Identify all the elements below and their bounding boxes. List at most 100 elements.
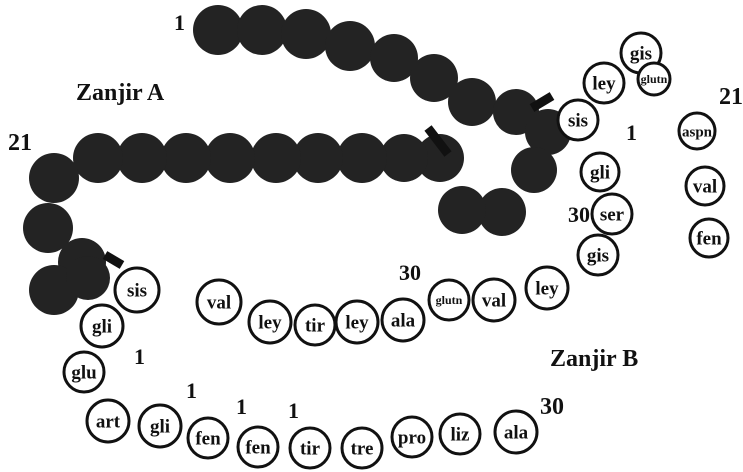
bead-outline [340, 426, 384, 470]
bead-outline [288, 426, 332, 470]
bead-outline [471, 277, 517, 323]
residue-label: val [693, 177, 717, 198]
position-number: 1 [236, 394, 247, 419]
dark-bead [410, 54, 458, 102]
residue-label: ley [345, 313, 369, 334]
dark-bead [66, 256, 110, 300]
position-number: 1 [174, 10, 185, 35]
residue-label: gli [590, 163, 610, 184]
bead-outline [438, 412, 482, 456]
disulfide-bond [424, 125, 452, 157]
amino-acid-bead: gli [79, 303, 125, 349]
residue-label: ley [592, 74, 616, 95]
residue-label: fen [696, 229, 722, 250]
amino-acid-bead: gis [576, 233, 620, 277]
dark-bead [416, 134, 464, 182]
bead-outline [556, 98, 600, 142]
dark-bead-chain [23, 5, 571, 315]
bead-outline [576, 233, 620, 277]
position-number: 1 [186, 378, 197, 403]
residue-label: sis [127, 281, 147, 302]
bead-outline [524, 265, 570, 311]
dark-bead [193, 5, 243, 55]
bead-outline [247, 299, 293, 345]
dark-bead [73, 133, 123, 183]
amino-acid-bead: glutn [636, 61, 672, 97]
dark-bead [438, 186, 486, 234]
amino-acid-bead: val [684, 165, 726, 207]
amino-acid-bead: fen [236, 425, 280, 469]
bead-outline [186, 416, 230, 460]
bead-outline [636, 61, 672, 97]
amino-acid-bead: liz [438, 412, 482, 456]
bead-outline [293, 303, 337, 347]
dark-bead [380, 134, 428, 182]
amino-acid-bead: art [85, 398, 131, 444]
dark-bead [370, 34, 418, 82]
amino-acid-bead: glu [62, 350, 106, 394]
bead-outline [380, 297, 426, 343]
amino-acid-bead: tir [288, 426, 332, 470]
bead-outline [236, 425, 280, 469]
residue-label: pro [398, 428, 426, 449]
amino-acid-bead: fen [688, 217, 730, 259]
position-number: 1 [626, 120, 637, 145]
residue-label: fen [245, 438, 271, 459]
residue-label: glutn [641, 72, 668, 86]
residue-label: ley [535, 279, 559, 300]
residue-label: gli [150, 417, 170, 438]
residue-label: art [96, 412, 121, 433]
residue-label: tre [351, 439, 374, 460]
bead-outline [493, 409, 539, 455]
amino-acid-bead: ley [582, 61, 626, 105]
amino-acid-bead: val [195, 278, 243, 326]
residue-label: gli [92, 317, 112, 338]
amino-acid-bead: tre [340, 426, 384, 470]
residue-label: glutn [436, 293, 463, 307]
disulfide-bond [529, 92, 555, 112]
bead-outline [677, 111, 717, 151]
bead-outline [79, 303, 125, 349]
amino-acid-bead: ley [524, 265, 570, 311]
amino-acid-bead: ley [334, 299, 380, 345]
bead-outline [195, 278, 243, 326]
residue-label: ley [258, 313, 282, 334]
bead-outline [137, 403, 183, 449]
residue-label: gis [630, 44, 652, 65]
residue-label: val [207, 293, 231, 314]
position-number: 30 [540, 394, 564, 420]
position-number: 30 [399, 260, 421, 285]
dark-bead [161, 133, 211, 183]
amino-acid-bead: gli [137, 403, 183, 449]
bead-outline [427, 278, 471, 322]
amino-acid-bead: aspn [677, 111, 717, 151]
bead-outline [684, 165, 726, 207]
dark-bead [448, 78, 496, 126]
bead-outline [582, 61, 626, 105]
amino-acid-bead: ala [493, 409, 539, 455]
amino-acid-bead: gli [579, 151, 621, 193]
residue-label: aspn [682, 124, 713, 140]
dark-bead [478, 188, 526, 236]
residue-label: val [482, 291, 506, 312]
residue-label: tir [300, 439, 321, 460]
residue-label: sis [568, 111, 588, 132]
dark-bead [117, 133, 167, 183]
amino-acid-bead: pro [390, 415, 434, 459]
dark-bead [281, 9, 331, 59]
chain-b-labelled-beads: glisergisleyvalglutnalaleytirleyvalsisgl… [62, 151, 634, 470]
residue-label: ala [391, 311, 416, 332]
amino-acid-bead: ley [247, 299, 293, 345]
position-number: 21 [719, 84, 743, 110]
chain-a-title: Zanjir A [76, 80, 165, 106]
dark-bead [325, 21, 375, 71]
dark-bead [337, 133, 387, 183]
dark-bead [29, 153, 79, 203]
position-number: 30 [568, 202, 590, 227]
bead-outline [85, 398, 131, 444]
bead-outline [688, 217, 730, 259]
bead-outline [113, 266, 161, 314]
